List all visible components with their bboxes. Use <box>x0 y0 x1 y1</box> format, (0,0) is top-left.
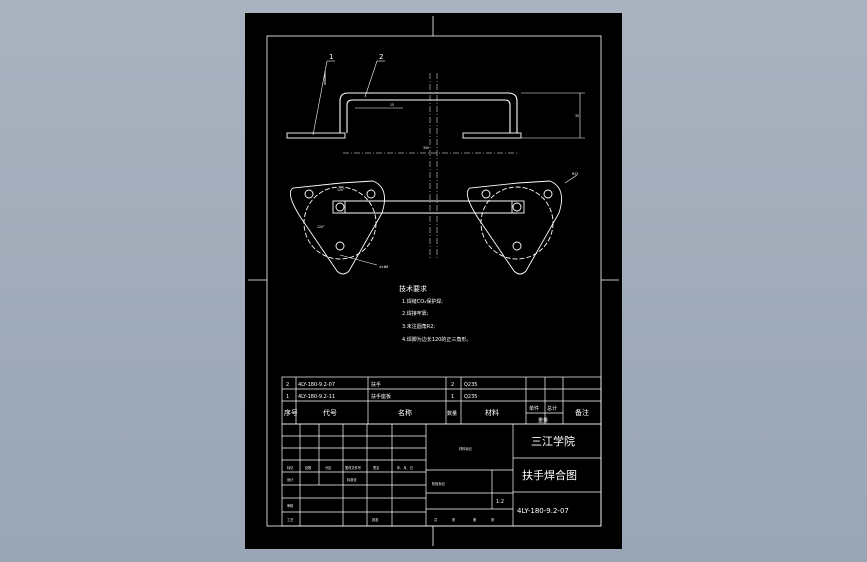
school-name: 三江学院 <box>531 434 575 448</box>
centering-marks <box>248 16 619 546</box>
top-view-left <box>289 180 385 275</box>
parts-row-2-qty: 1 <box>451 394 454 400</box>
drawing-number: 4LY-180-9.2-07 <box>517 507 569 515</box>
rev-header-zone: 分区 <box>325 465 332 470</box>
drawing-sheet: 1 2 15 35 300 120° 120° 4×Φ8 R25 技术要求 1.… <box>245 13 622 549</box>
scale: 1:2 <box>496 499 504 505</box>
parts-header-weight: 重量 <box>538 417 548 424</box>
parts-header-single: 单件 <box>529 405 539 412</box>
parts-row-1-seq: 2 <box>286 382 289 388</box>
parts-row-2-code: 4LY-180-9.2-11 <box>298 394 335 400</box>
part-label-2: 2 <box>379 53 383 61</box>
part-label-1: 1 <box>329 53 333 61</box>
parts-row-1-qty: 2 <box>451 382 454 388</box>
dim-holes: 4×Φ8 <box>379 265 388 269</box>
tech-req-item-1: 1.焊缝CO₂保护焊; <box>402 298 443 305</box>
inner-frame <box>266 35 602 527</box>
drawing-name: 扶手焊合图 <box>522 468 577 482</box>
dim-radius: R25 <box>572 172 578 176</box>
rev-header-sign: 签名 <box>373 465 379 470</box>
parts-header-qty: 数量 <box>447 410 457 417</box>
title-block-grid <box>281 423 602 527</box>
approve-label: 批准 <box>372 517 379 522</box>
dim-300: 300 <box>423 146 429 150</box>
top-view-right <box>466 180 562 275</box>
dim-angle-2: 120° <box>317 225 325 229</box>
parts-header-name: 名称 <box>398 408 412 417</box>
parts-row-1-name: 扶手 <box>371 381 381 388</box>
tech-req-item-3: 3.未注圆角R2; <box>402 323 435 330</box>
leaders <box>312 60 585 266</box>
rev-header-doc: 更改文件号 <box>345 465 361 470</box>
rev-header-mark: 标记 <box>287 465 294 470</box>
sheet-total-unit: 张 <box>452 517 456 522</box>
material-mark: 材料标记 <box>459 446 473 451</box>
std-label: 标准化 <box>347 477 357 482</box>
parts-header-remark: 备注 <box>575 408 589 417</box>
base-plate-left <box>286 132 346 139</box>
base-plate-right <box>462 132 522 139</box>
sheet-no-label: 第 <box>473 517 477 522</box>
dim-angle-1: 120° <box>337 188 345 192</box>
role-process: 工艺 <box>287 517 293 522</box>
parts-list-grid <box>281 376 602 425</box>
parts-row-1-material: Q235 <box>464 382 477 388</box>
parts-header-seq: 序号 <box>284 408 298 417</box>
drawing-canvas: 1 2 15 35 300 120° 120° 4×Φ8 R25 技术要求 1.… <box>248 16 619 546</box>
parts-row-2-material: Q235 <box>464 394 477 400</box>
dim-35: 35 <box>575 114 579 118</box>
role-design: 设计 <box>287 477 294 482</box>
parts-header-material: 材料 <box>485 408 499 417</box>
parts-header-code: 代号 <box>323 408 337 417</box>
sheet-total-label: 共 <box>434 517 438 522</box>
bar-top-view <box>332 200 525 214</box>
front-view <box>286 71 522 139</box>
center-lines <box>343 73 517 258</box>
parts-header-total: 总计 <box>547 405 557 412</box>
parts-row-1-code: 4LY-180-9.2-07 <box>298 382 335 388</box>
rev-header-date: 年、月、日 <box>397 465 413 470</box>
tech-req-item-2: 2.焊接牢靠; <box>402 310 429 317</box>
parts-row-2-seq: 1 <box>286 394 289 400</box>
parts-row-2-name: 扶手座板 <box>371 393 391 400</box>
role-review: 审核 <box>287 503 294 508</box>
stage-label: 阶段标记 <box>432 481 446 486</box>
tech-req-item-4: 4.焊脚为边长120的正三角形。 <box>402 336 471 343</box>
dim-15: 15 <box>390 103 394 107</box>
rev-header-count: 处数 <box>305 465 312 470</box>
tech-req-title: 技术要求 <box>399 284 427 293</box>
sheet-no-unit: 张 <box>491 517 495 522</box>
